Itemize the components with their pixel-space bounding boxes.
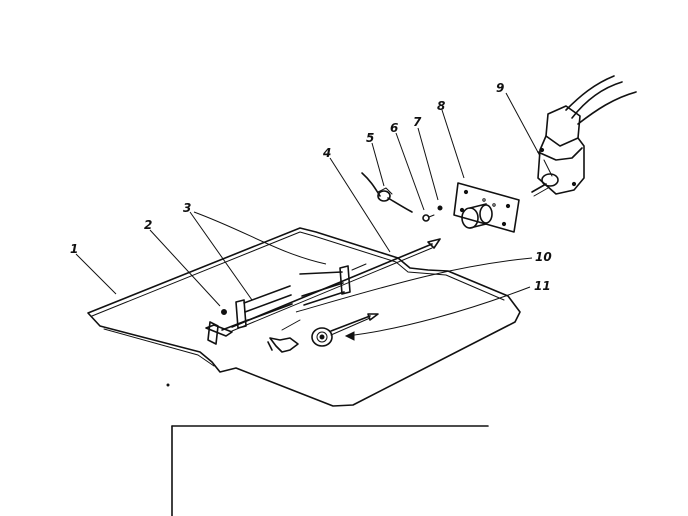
- speck: [166, 383, 170, 387]
- callout-3: 3: [183, 201, 191, 215]
- leader-lines: [75, 92, 541, 341]
- callout-8: 8: [437, 99, 445, 113]
- part-11-meat-probe: [311, 313, 379, 347]
- callout-9: 9: [496, 81, 504, 95]
- callout-6: 6: [390, 121, 398, 135]
- spit-clip: [267, 319, 301, 353]
- callout-5: 5: [366, 131, 374, 145]
- part-6-screw: [422, 214, 435, 222]
- part-3-spit-fork-right: [299, 263, 367, 306]
- part-1-rack-frame: [87, 227, 521, 407]
- callout-1: 1: [70, 242, 78, 256]
- inset-frame: [171, 425, 489, 516]
- callout-4: 4: [322, 146, 331, 160]
- part-5-bracket: [361, 172, 413, 213]
- callout-11: 11: [534, 279, 551, 293]
- part-2-spit-handle: [205, 309, 249, 345]
- callout-10: 10: [535, 250, 552, 264]
- part-9-rotisserie-motor: [531, 75, 637, 197]
- part-8-mounting-plate: [453, 182, 520, 233]
- callout-7: 7: [413, 115, 422, 129]
- callout-2: 2: [144, 218, 152, 232]
- part-7-nut: [437, 205, 443, 211]
